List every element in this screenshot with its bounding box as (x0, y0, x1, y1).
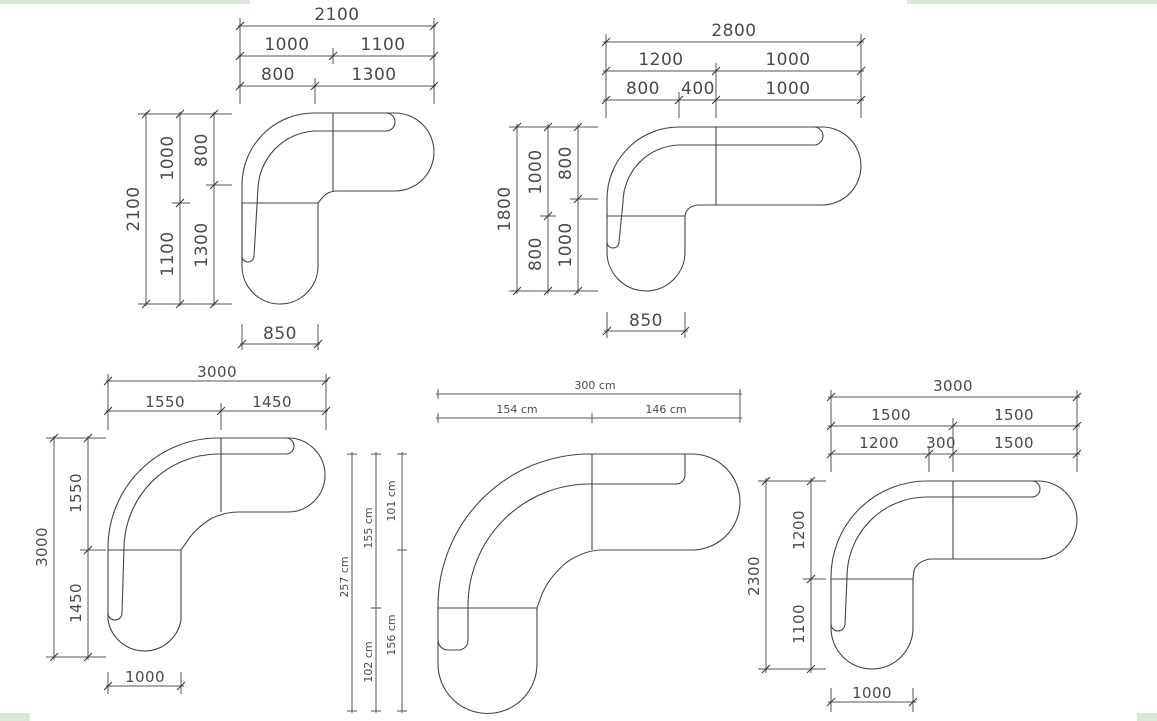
sofa-2-top-split-c: 800 (626, 79, 660, 99)
sofa-5-bottom-width: 1000 (852, 684, 892, 702)
sofa-5-top-split-c: 1200 (859, 434, 899, 452)
sofa-5-shape (830, 480, 1078, 670)
corner-tint-top-left (0, 0, 250, 4)
sofa-2-top-total: 2800 (711, 21, 756, 41)
sofa-2-bottom-width: 850 (629, 311, 663, 331)
sofa-4-top-dimensions: 300 cm 154 cm 146 cm (436, 379, 742, 423)
sofa-4-left-total: 257 cm (338, 556, 351, 597)
sofa-2-top-dimensions: 2800 1200 1000 800 400 1000 (601, 21, 866, 118)
sofa-2-diagram: 2800 1200 1000 800 400 1000 1800 1000 80… (495, 21, 866, 338)
sofa-4-top-split-b: 146 cm (645, 403, 686, 416)
sofa-1-left-split-c: 800 (192, 133, 212, 167)
sofa-3-top-dimensions: 3000 1550 1450 (103, 363, 331, 430)
sofa-2-top-split-d: 400 (681, 79, 715, 99)
sofa-5-top-split-e: 1500 (994, 434, 1034, 452)
sofa-4-left-dimensions: 257 cm 155 cm 102 cm 101 cm 156 cm (338, 452, 407, 713)
sofa-2-top-split-e: 1000 (765, 79, 810, 99)
sofa-5-left-split-a: 1200 (790, 510, 808, 550)
sofa-1-left-dimensions: 2100 1000 1100 800 1300 (124, 109, 232, 309)
corner-tint-bottom-left (0, 713, 30, 721)
sofa-2-left-dimensions: 1800 1000 800 800 1000 (495, 122, 598, 296)
sofa-1-top-split-c: 800 (261, 65, 295, 85)
sofa-2-left-split-b: 800 (526, 237, 546, 271)
sofa-3-top-split-b: 1450 (252, 393, 292, 411)
sofa-2-top-split-b: 1000 (765, 50, 810, 70)
sofa-4-left-split-d: 156 cm (385, 614, 398, 655)
sofa-4-top-split-a: 154 cm (496, 403, 537, 416)
corner-tint-top-right (907, 0, 1157, 4)
sofa-1-left-split-a: 1000 (158, 135, 178, 180)
sofa-5-left-total: 2300 (745, 556, 763, 596)
sofa-3-bottom-dimension: 1000 (103, 668, 186, 694)
sofa-1-bottom-dimension: 850 (237, 324, 323, 350)
sofa-1-top-split-a: 1000 (264, 35, 309, 55)
sofa-2-top-split-a: 1200 (638, 50, 683, 70)
sofa-5-top-total: 3000 (933, 377, 973, 395)
sofa-3-left-split-b: 1450 (67, 583, 85, 623)
sofa-2-left-total: 1800 (495, 186, 515, 231)
sofa-5-top-split-d: 300 (926, 434, 956, 452)
sofa-1-diagram: 2100 1000 1100 800 1300 2100 1000 1100 8… (124, 5, 439, 350)
sofa-5-diagram: 3000 1500 1500 1200 300 1500 2300 1200 1… (745, 377, 1082, 712)
sofa-2-bottom-dimension: 850 (602, 311, 690, 338)
sofa-2-left-split-d: 1000 (556, 222, 576, 267)
sofa-3-left-split-a: 1550 (67, 473, 85, 513)
sofa-5-bottom-dimension: 1000 (826, 684, 918, 712)
sofa-3-top-split-a: 1550 (145, 393, 185, 411)
sofa-4-left-split-c: 101 cm (385, 480, 398, 521)
sofa-3-top-total: 3000 (197, 363, 237, 381)
sofa-1-top-dimensions: 2100 1000 1100 800 1300 (235, 5, 439, 104)
sofa-5-top-dimensions: 3000 1500 1500 1200 300 1500 (826, 377, 1082, 472)
corner-tint-bottom-right (1137, 713, 1157, 721)
sofa-3-bottom-width: 1000 (125, 668, 165, 686)
sofa-1-left-split-b: 1100 (158, 231, 178, 276)
sofa-4-top-total: 300 cm (574, 379, 615, 392)
sofa-1-left-total: 2100 (124, 186, 144, 231)
sofa-1-top-split-b: 1100 (360, 35, 405, 55)
sofa-2-shape (606, 126, 862, 292)
sofa-3-shape (107, 437, 326, 652)
sofa-4-shape (437, 453, 741, 714)
sofa-3-diagram: 3000 1550 1450 3000 1550 1450 1000 (33, 363, 331, 694)
sofa-1-top-split-d: 1300 (351, 65, 396, 85)
sofa-1-left-split-d: 1300 (192, 222, 212, 267)
sofa-2-left-split-a: 1000 (526, 149, 546, 194)
sofa-1-bottom-width: 850 (263, 324, 297, 344)
sofa-5-top-split-a: 1500 (871, 406, 911, 424)
sofa-4-left-split-b: 102 cm (362, 641, 375, 682)
sofa-5-top-split-b: 1500 (994, 406, 1034, 424)
sofa-4-left-split-a: 155 cm (362, 507, 375, 548)
sofa-4-diagram: 300 cm 154 cm 146 cm 257 cm 155 cm 102 c… (338, 379, 742, 714)
sofa-2-left-split-c: 800 (556, 146, 576, 180)
sofa-1-top-total: 2100 (314, 5, 359, 25)
sofa-5-left-dimensions: 2300 1200 1100 (745, 476, 826, 674)
sofa-5-left-split-b: 1100 (790, 604, 808, 644)
sofa-3-left-dimensions: 3000 1550 1450 (33, 433, 106, 662)
sofa-1-shape (241, 112, 435, 305)
sofa-3-left-total: 3000 (33, 527, 51, 567)
